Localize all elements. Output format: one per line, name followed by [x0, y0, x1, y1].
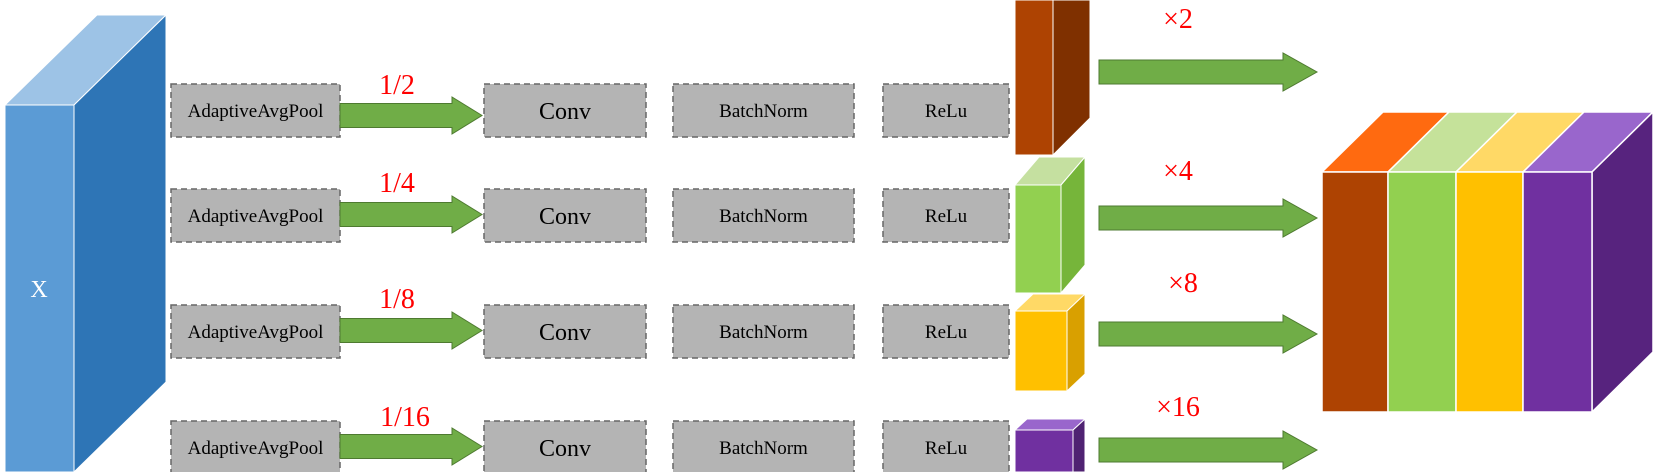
batchnorm-box	[672, 188, 855, 243]
adaptive-avg-pool-label: AdaptiveAvgPool	[188, 322, 324, 343]
relu-box	[882, 188, 1010, 243]
branch-row: AdaptiveAvgPool 1/8 Conv BatchNorm ReLu …	[170, 268, 1319, 393]
conv-box	[483, 83, 647, 138]
concat-slice	[1321, 171, 1389, 413]
batchnorm-label: BatchNorm	[719, 438, 808, 459]
upsample-arrow	[1098, 52, 1319, 92]
pool-arrow	[339, 311, 483, 350]
input-tensor: X	[3, 13, 168, 472]
pool-arrow	[339, 427, 483, 466]
branch-row: AdaptiveAvgPool 1/2 Conv BatchNorm ReLu …	[170, 0, 1319, 157]
relu-box	[882, 304, 1010, 359]
branch-output-block-side	[1052, 0, 1091, 157]
batchnorm-box	[672, 304, 855, 359]
batchnorm-box	[672, 420, 855, 472]
upsample-factor-label: ×2	[1163, 4, 1193, 35]
pool-arrow	[339, 195, 483, 234]
batchnorm-label: BatchNorm	[719, 206, 808, 227]
relu-label: ReLu	[925, 322, 968, 343]
concat-slice	[1522, 171, 1593, 413]
pool-arrow	[339, 96, 483, 135]
relu-box	[882, 420, 1010, 472]
relu-label: ReLu	[925, 101, 968, 122]
upsample-arrow	[1098, 430, 1319, 470]
upsample-arrow	[1098, 198, 1319, 238]
branch-output-block-side	[1066, 292, 1086, 393]
adaptive-avg-pool-label: AdaptiveAvgPool	[188, 438, 324, 459]
upsample-factor-label: ×8	[1168, 268, 1198, 299]
conv-label: Conv	[539, 99, 591, 125]
branch-output-block	[1014, 429, 1074, 472]
conv-label: Conv	[539, 204, 591, 230]
batchnorm-box	[672, 83, 855, 138]
upsample-arrow	[1098, 314, 1319, 354]
branch-rows: AdaptiveAvgPool 1/2 Conv BatchNorm ReLu …	[170, 0, 1319, 472]
pool-ratio-label: 1/2	[379, 70, 415, 101]
adaptive-avg-pool-label: AdaptiveAvgPool	[188, 101, 324, 122]
conv-label: Conv	[539, 436, 591, 462]
batchnorm-label: BatchNorm	[719, 322, 808, 343]
relu-box	[882, 83, 1010, 138]
adaptive-avg-pool-box	[170, 304, 341, 359]
adaptive-avg-pool-box	[170, 83, 341, 138]
conv-box	[483, 304, 647, 359]
branch-output-block	[1014, 0, 1054, 156]
adaptive-avg-pool-label: AdaptiveAvgPool	[188, 206, 324, 227]
branch-row: AdaptiveAvgPool 1/4 Conv BatchNorm ReLu …	[170, 155, 1319, 295]
conv-box	[483, 420, 647, 472]
pool-ratio-label: 1/4	[379, 168, 415, 199]
branch-output-block	[1014, 184, 1062, 294]
upsample-factor-label: ×4	[1163, 156, 1193, 187]
input-tensor-label: X	[30, 277, 47, 303]
upsample-factor-label: ×16	[1156, 392, 1200, 423]
conv-box	[483, 188, 647, 243]
batchnorm-label: BatchNorm	[719, 101, 808, 122]
concatenated-output	[1320, 110, 1653, 414]
relu-label: ReLu	[925, 206, 968, 227]
concat-slice	[1387, 171, 1457, 413]
adaptive-avg-pool-box	[170, 188, 341, 243]
pool-ratio-label: 1/16	[380, 402, 430, 433]
relu-label: ReLu	[925, 438, 968, 459]
input-tensor-front	[4, 104, 75, 472]
branch-row: AdaptiveAvgPool 1/16 Conv BatchNorm ReLu…	[170, 392, 1319, 472]
branch-output-block	[1014, 310, 1068, 392]
conv-label: Conv	[539, 320, 591, 346]
adaptive-avg-pool-box	[170, 420, 341, 472]
concat-slice	[1455, 171, 1524, 413]
pool-ratio-label: 1/8	[379, 284, 415, 315]
